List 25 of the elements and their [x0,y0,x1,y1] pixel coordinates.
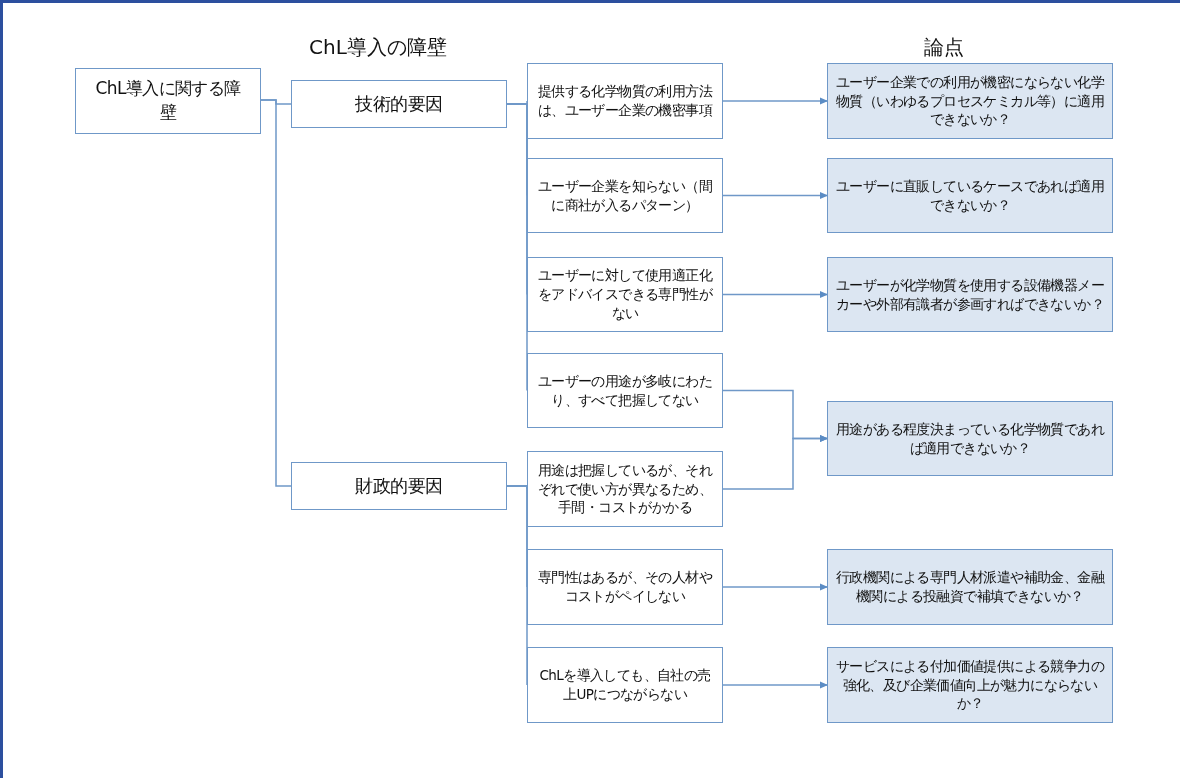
barrier-box: 専門性はあるが、その人材やコストがペイしない [527,549,723,625]
arrow [722,681,828,689]
issue-box: ユーザー企業での利用が機密にならない化学物質（いわゆるプロセスケミカル等）に適用できないか？ [827,63,1113,139]
connector-line [260,99,292,487]
arrow [722,97,828,105]
issue-box: 行政機関による専門人材派遣や補助金、金融機関による投融資で補填できないか？ [827,549,1113,625]
barrier-box: ChLを導入しても、自社の売上UPにつながらない [527,647,723,723]
issue-box: ユーザーが化学物質を使用する設備機器メーカーや外部有識者が参画すればできないか？ [827,257,1113,332]
column-heading: ChL導入の障壁 [308,34,448,61]
arrow [722,291,828,298]
arrow [722,435,828,490]
issue-box: ユーザーに直販しているケースであれば適用できないか？ [827,158,1113,233]
barrier-box: 提供する化学物質の利用方法は、ユーザー企業の機密事項 [527,63,723,139]
column-heading: 論点 [923,34,965,61]
issue-box: サービスによる付加価値提供による競争力の強化、及び企業価値向上が魅力にならないか？ [827,647,1113,723]
category-box: 財政的要因 [291,462,507,510]
issue-box: 用途がある程度決まっている化学物質であれば適用できないか？ [827,401,1113,476]
root-box: ChL導入に関する障壁 [75,68,261,134]
barrier-box: ユーザーに対して使用適正化をアドバイスできる専門性がない [527,257,723,332]
arrow [722,192,828,199]
barrier-box: 用途は把握しているが、それぞれで使い方が異なるため、手間・コストがかかる [527,451,723,527]
barrier-box: ユーザーの用途が多岐にわたり、すべて把握してない [527,353,723,428]
category-box: 技術的要因 [291,80,507,128]
barrier-box: ユーザー企業を知らない（間に商社が入るパターン） [527,158,723,233]
arrow [722,583,828,591]
